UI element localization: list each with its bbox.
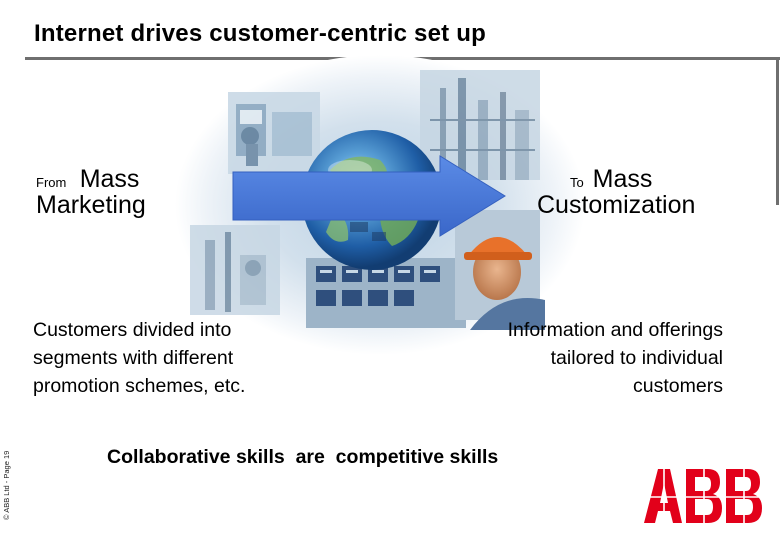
to-word-customization: Customization	[537, 191, 696, 220]
from-label: From Mass Marketing	[36, 166, 146, 219]
worker-photo	[455, 210, 545, 330]
plant-photo	[190, 225, 280, 315]
lab-photo	[228, 92, 320, 174]
to-word-mass: Mass	[592, 165, 653, 193]
from-prefix: From	[36, 175, 67, 190]
slide-title: Internet drives customer-centric set up	[34, 20, 486, 47]
right-line: customers	[633, 375, 723, 397]
abb-logo	[642, 467, 766, 525]
tagline: Collaborative skills are competitive ski…	[107, 446, 499, 468]
left-line: promotion schemes, etc.	[33, 375, 246, 397]
right-edge-divider	[776, 57, 779, 205]
mass-customization-description: Information and offerings tailored to in…	[425, 316, 723, 400]
right-line: Information and offerings	[507, 319, 723, 341]
from-word-mass: Mass	[79, 165, 140, 193]
right-arrow-icon	[232, 155, 506, 237]
mass-marketing-description: Customers divided into segments with dif…	[33, 316, 333, 400]
control-room-photo	[306, 258, 466, 328]
from-word-marketing: Marketing	[36, 191, 146, 220]
refinery-photo	[420, 70, 540, 180]
left-line: segments with different	[33, 347, 234, 369]
right-line: tailored to individual	[550, 347, 723, 369]
to-label: To Mass Customization	[537, 166, 695, 219]
left-line: Customers divided into	[33, 319, 232, 341]
page-footer: © ABB Ltd - Page 19	[2, 450, 11, 520]
to-prefix: To	[570, 175, 584, 190]
